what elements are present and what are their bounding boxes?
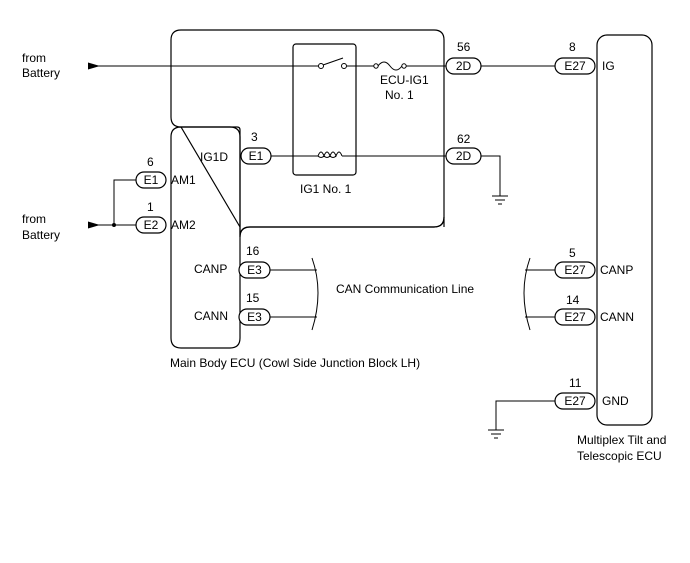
pin-1-number: 1 [147,200,154,214]
pin-cann-main-label: CANN [194,309,228,323]
ground-icon-bottom [488,429,504,439]
connector-e1-am1 [135,171,167,189]
connector-e2-am2 [135,216,167,234]
wire-gnd [495,400,555,430]
tilt-ecu-outline [596,34,653,426]
can-bracket-left [311,257,319,331]
connector-2d-bottom-label: 2D [456,149,472,163]
relay-inner-box [292,43,357,176]
connector-e2-am2-label: E2 [144,218,159,232]
pin-15-number: 15 [246,291,260,305]
relay-coil-icon [317,151,343,158]
pin-gnd-label: GND [602,394,629,408]
battery-bottom-line1: from [22,212,46,226]
pin-cann-tilt-label: CANN [600,310,634,324]
connector-e3-cann-label: E3 [247,310,262,324]
pin-am2-label: AM2 [171,218,196,232]
wire-2d-to-ground [481,155,501,196]
tilt-ecu-name-1: Multiplex Tilt and [577,433,666,447]
tilt-ecu-name-2: Telescopic ECU [577,449,662,463]
wire-splice-to-am1 [113,179,136,225]
fuse-icon [373,61,407,71]
pin-ig1d-label: IG1D [200,150,228,164]
can-line-label: CAN Communication Line [336,282,474,296]
connector-e27-cann [554,308,596,326]
pin-3-number: 3 [251,130,258,144]
ground-icon-top [492,195,508,205]
connector-e27-cann-label: E27 [564,310,586,324]
connector-e3-canp-label: E3 [247,263,262,277]
can-bracket-right [523,257,531,331]
fuse-label-1: ECU-IG1 [380,73,429,87]
pin-16-number: 16 [246,244,260,258]
relay-block-outline [170,29,445,238]
relay-label: IG1 No. 1 [300,182,352,196]
arrow-bottom [88,221,100,229]
connector-e27-ig [554,57,596,75]
main-body-ecu-outline [170,126,445,349]
pin-56-number: 56 [457,40,471,54]
connector-2d-top-label: 2D [456,59,472,73]
connector-e1-ig1d-label: E1 [249,149,264,163]
pin-am1-label: AM1 [171,173,196,187]
connector-e27-canp [554,261,596,279]
pin-14-number: 14 [566,293,580,307]
battery-source-top: from Battery [22,51,60,80]
main-ecu-name: Main Body ECU (Cowl Side Junction Block … [170,356,420,370]
pin-11-number: 11 [569,376,582,390]
pin-canp-main-label: CANP [194,262,227,276]
battery-bottom-line2: Battery [22,228,60,242]
pin-6-number: 6 [147,155,154,169]
battery-top-line2: Battery [22,66,60,80]
pin-canp-tilt-label: CANP [600,263,633,277]
connector-e1-am1-label: E1 [144,173,159,187]
pin-5-number: 5 [569,246,576,260]
pin-8-number: 8 [569,40,576,54]
battery-top-line1: from [22,51,46,65]
fuse-label-2: No. 1 [385,88,414,102]
connector-e27-gnd-label: E27 [564,394,586,408]
pin-ig-label: IG [602,59,615,73]
connector-e27-canp-label: E27 [564,263,586,277]
relay-switch-icon [318,57,347,69]
connector-e27-ig-label: E27 [564,59,586,73]
pin-62-number: 62 [457,132,471,146]
arrow-top [88,62,100,70]
